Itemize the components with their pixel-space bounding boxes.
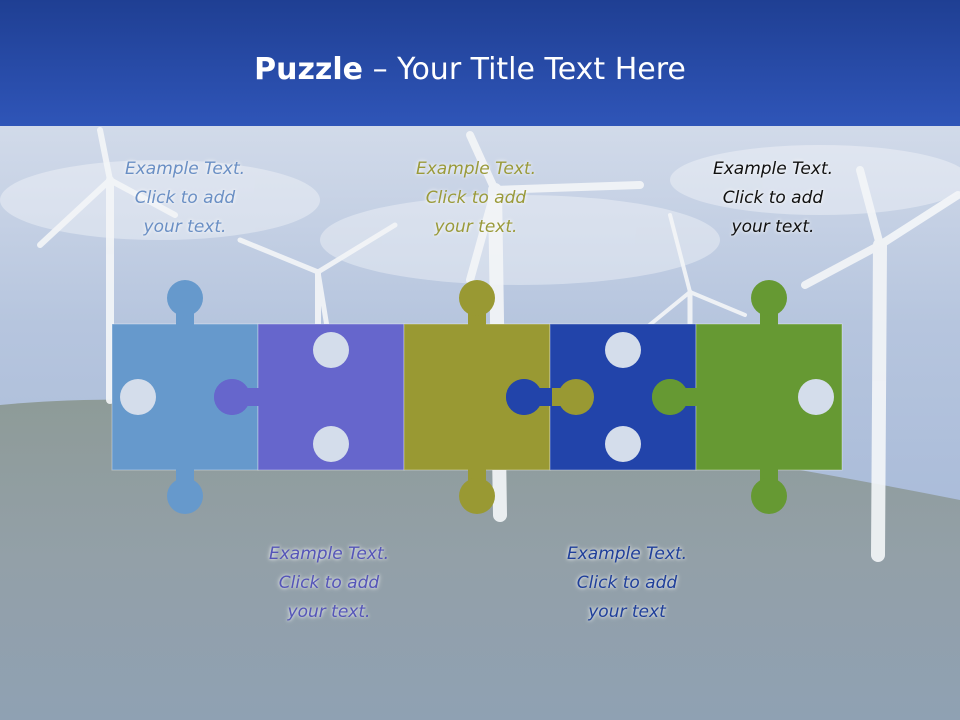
note-4-line3: your text. [287, 602, 371, 622]
puzzle-tab-dark-blue [506, 379, 552, 415]
note-2[interactable]: Example Text. Click to add your text. [376, 155, 576, 242]
puzzle-pieces [111, 280, 843, 514]
note-1-line3: your text. [143, 217, 227, 237]
puzzle-tab-purple [214, 379, 260, 415]
note-3-line2: Click to add [722, 188, 824, 208]
note-2-line2: Click to add [425, 188, 527, 208]
slide-title[interactable]: Puzzle – Your Title Text Here [0, 50, 940, 90]
note-4-line1: Example Text. [268, 544, 390, 564]
note-1[interactable]: Example Text. Click to add your text. [85, 155, 285, 242]
note-3-line1: Example Text. [712, 159, 834, 179]
note-2-line3: your text. [434, 217, 518, 237]
puzzle-holes [120, 332, 834, 462]
note-2-line1: Example Text. [415, 159, 537, 179]
note-1-line2: Click to add [134, 188, 236, 208]
note-5-line1: Example Text. [566, 544, 688, 564]
title-rest: – Your Title Text Here [363, 52, 686, 87]
note-5-line3: your text [588, 602, 666, 622]
note-3[interactable]: Example Text. Click to add your text. [673, 155, 873, 242]
note-4[interactable]: Example Text. Click to add your text. [229, 540, 429, 627]
note-3-line3: your text. [731, 217, 815, 237]
title-bold: Puzzle [254, 52, 364, 87]
note-5-line2: Click to add [576, 573, 678, 593]
note-4-line2: Click to add [278, 573, 380, 593]
puzzle-tab-green [652, 379, 698, 415]
note-1-line1: Example Text. [124, 159, 246, 179]
note-5[interactable]: Example Text. Click to add your text [527, 540, 727, 627]
